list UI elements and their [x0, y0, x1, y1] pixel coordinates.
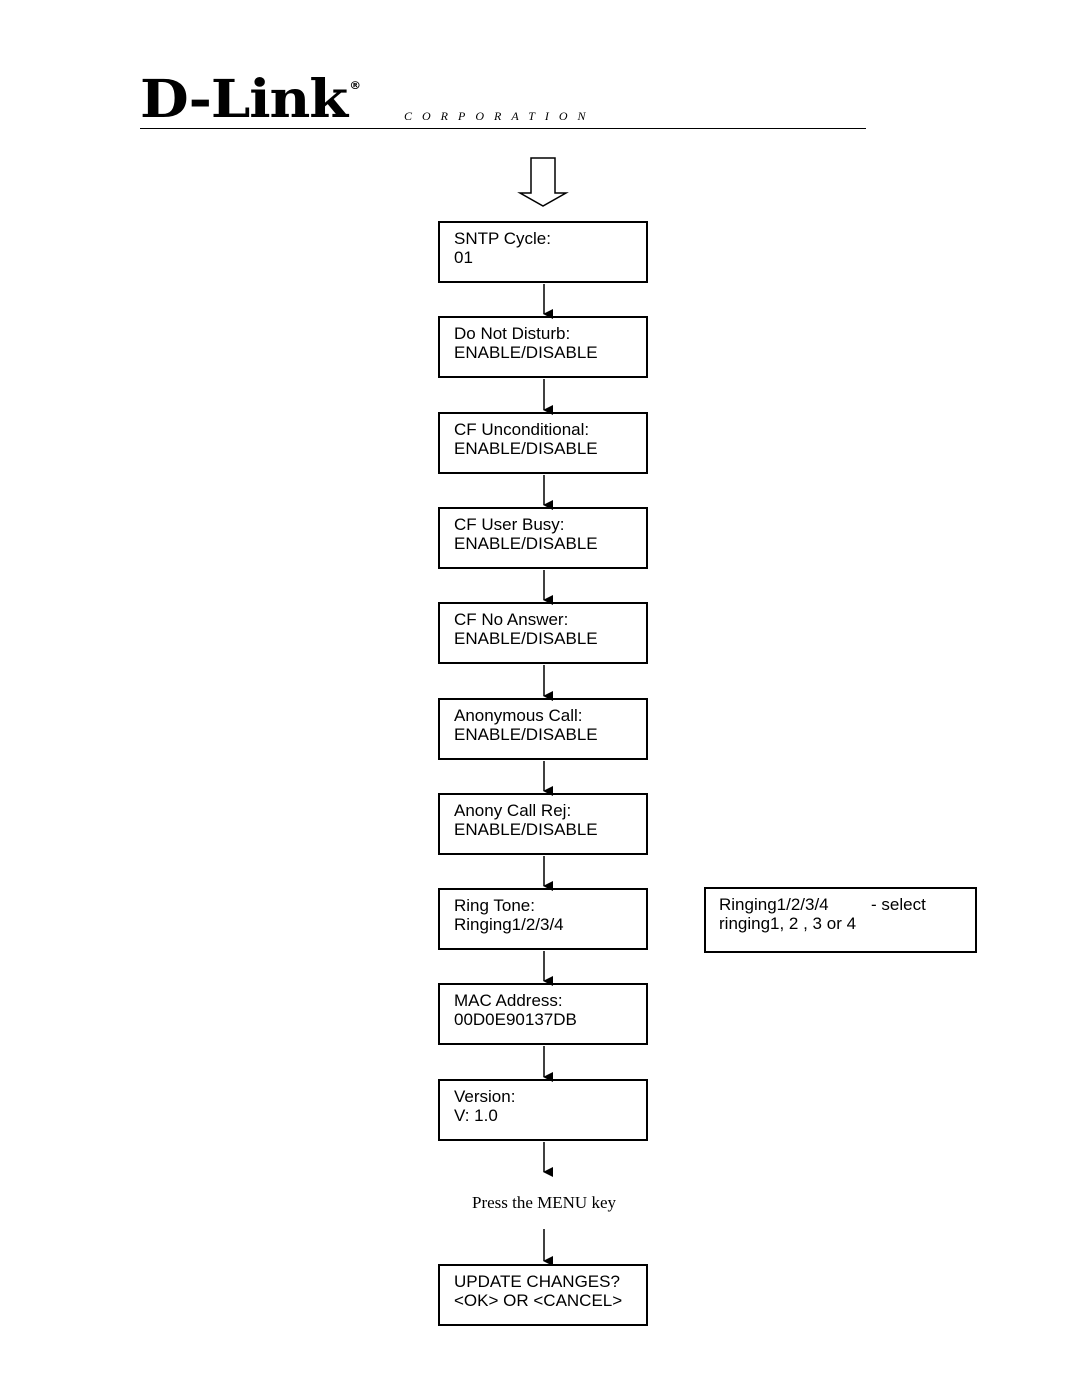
ring-note-line1-right: - select	[871, 895, 926, 914]
box-value: 01	[454, 248, 473, 267]
box-value: ENABLE/DISABLE	[454, 343, 598, 362]
box-label: Version:	[454, 1087, 516, 1106]
ring-note-line2: ringing1, 2 , 3 or 4	[719, 914, 857, 933]
flow-box: CF No Answer:ENABLE/DISABLE	[438, 602, 648, 664]
corporation-text: CORPORATION	[404, 109, 596, 123]
dlink-logo: D-Link®	[140, 74, 361, 126]
flow-box: Ring Tone:Ringing1/2/3/4	[438, 888, 648, 950]
box-value: V: 1.0	[454, 1106, 498, 1125]
ring-note-line1-left: Ringing1/2/3/4	[719, 895, 829, 914]
box-value: ENABLE/DISABLE	[454, 725, 598, 744]
flow-box: Version:V: 1.0	[438, 1079, 648, 1141]
logo-text: D-Link	[140, 69, 348, 130]
box-value: ENABLE/DISABLE	[454, 439, 598, 458]
box-value: ENABLE/DISABLE	[454, 820, 598, 839]
box-label: Do Not Disturb:	[454, 324, 571, 343]
box-label: MAC Address:	[454, 991, 563, 1010]
box-value: Ringing1/2/3/4	[454, 915, 564, 934]
flow-box: CF User Busy:ENABLE/DISABLE	[438, 507, 648, 569]
flow-box: Anony Call Rej:ENABLE/DISABLE	[438, 793, 648, 855]
flow-box: CF Unconditional:ENABLE/DISABLE	[438, 412, 648, 474]
box-label: Ring Tone:	[454, 896, 535, 915]
box-value: ENABLE/DISABLE	[454, 629, 598, 648]
box-label: Anony Call Rej:	[454, 801, 572, 820]
registered-mark: ®	[349, 79, 361, 92]
box-label: CF No Answer:	[454, 610, 569, 629]
box-label: CF User Busy:	[454, 515, 565, 534]
flow-box: Anonymous Call:ENABLE/DISABLE	[438, 698, 648, 760]
box-value: <OK> OR <CANCEL>	[454, 1291, 623, 1310]
flow-box: SNTP Cycle:01	[438, 221, 648, 283]
box-value: 00D0E90137DB	[454, 1010, 577, 1029]
box-label: Anonymous Call:	[454, 706, 583, 725]
update-changes-box: UPDATE CHANGES? <OK> OR <CANCEL>	[438, 1264, 648, 1326]
hollow-down-arrow-icon	[517, 157, 569, 207]
box-label: SNTP Cycle:	[454, 229, 551, 248]
box-label: UPDATE CHANGES?	[454, 1272, 620, 1291]
ring-tone-note: Ringing1/2/3/4 - select ringing1, 2 , 3 …	[704, 887, 977, 953]
flow-box: MAC Address:00D0E90137DB	[438, 983, 648, 1045]
box-value: ENABLE/DISABLE	[454, 534, 598, 553]
flow-box: Do Not Disturb:ENABLE/DISABLE	[438, 316, 648, 378]
box-label: CF Unconditional:	[454, 420, 590, 439]
instruction-text: Press the MENU key	[471, 1193, 616, 1212]
header-rule	[140, 128, 866, 129]
